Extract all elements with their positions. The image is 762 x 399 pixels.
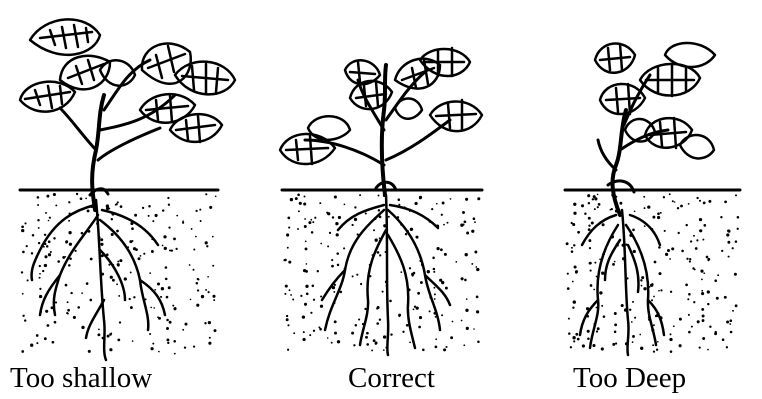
caption-correct: Correct — [348, 361, 435, 395]
panel-too-deep — [565, 43, 740, 355]
roots — [580, 210, 664, 355]
roots — [322, 195, 450, 355]
strawberry-plant — [280, 48, 482, 355]
panel-too-shallow — [20, 19, 235, 360]
caption-too-shallow: Too shallow — [10, 361, 152, 395]
strawberry-plant — [580, 43, 715, 355]
panel-correct — [280, 48, 482, 355]
caption-too-deep: Too Deep — [573, 361, 686, 395]
soil-texture — [283, 193, 480, 351]
